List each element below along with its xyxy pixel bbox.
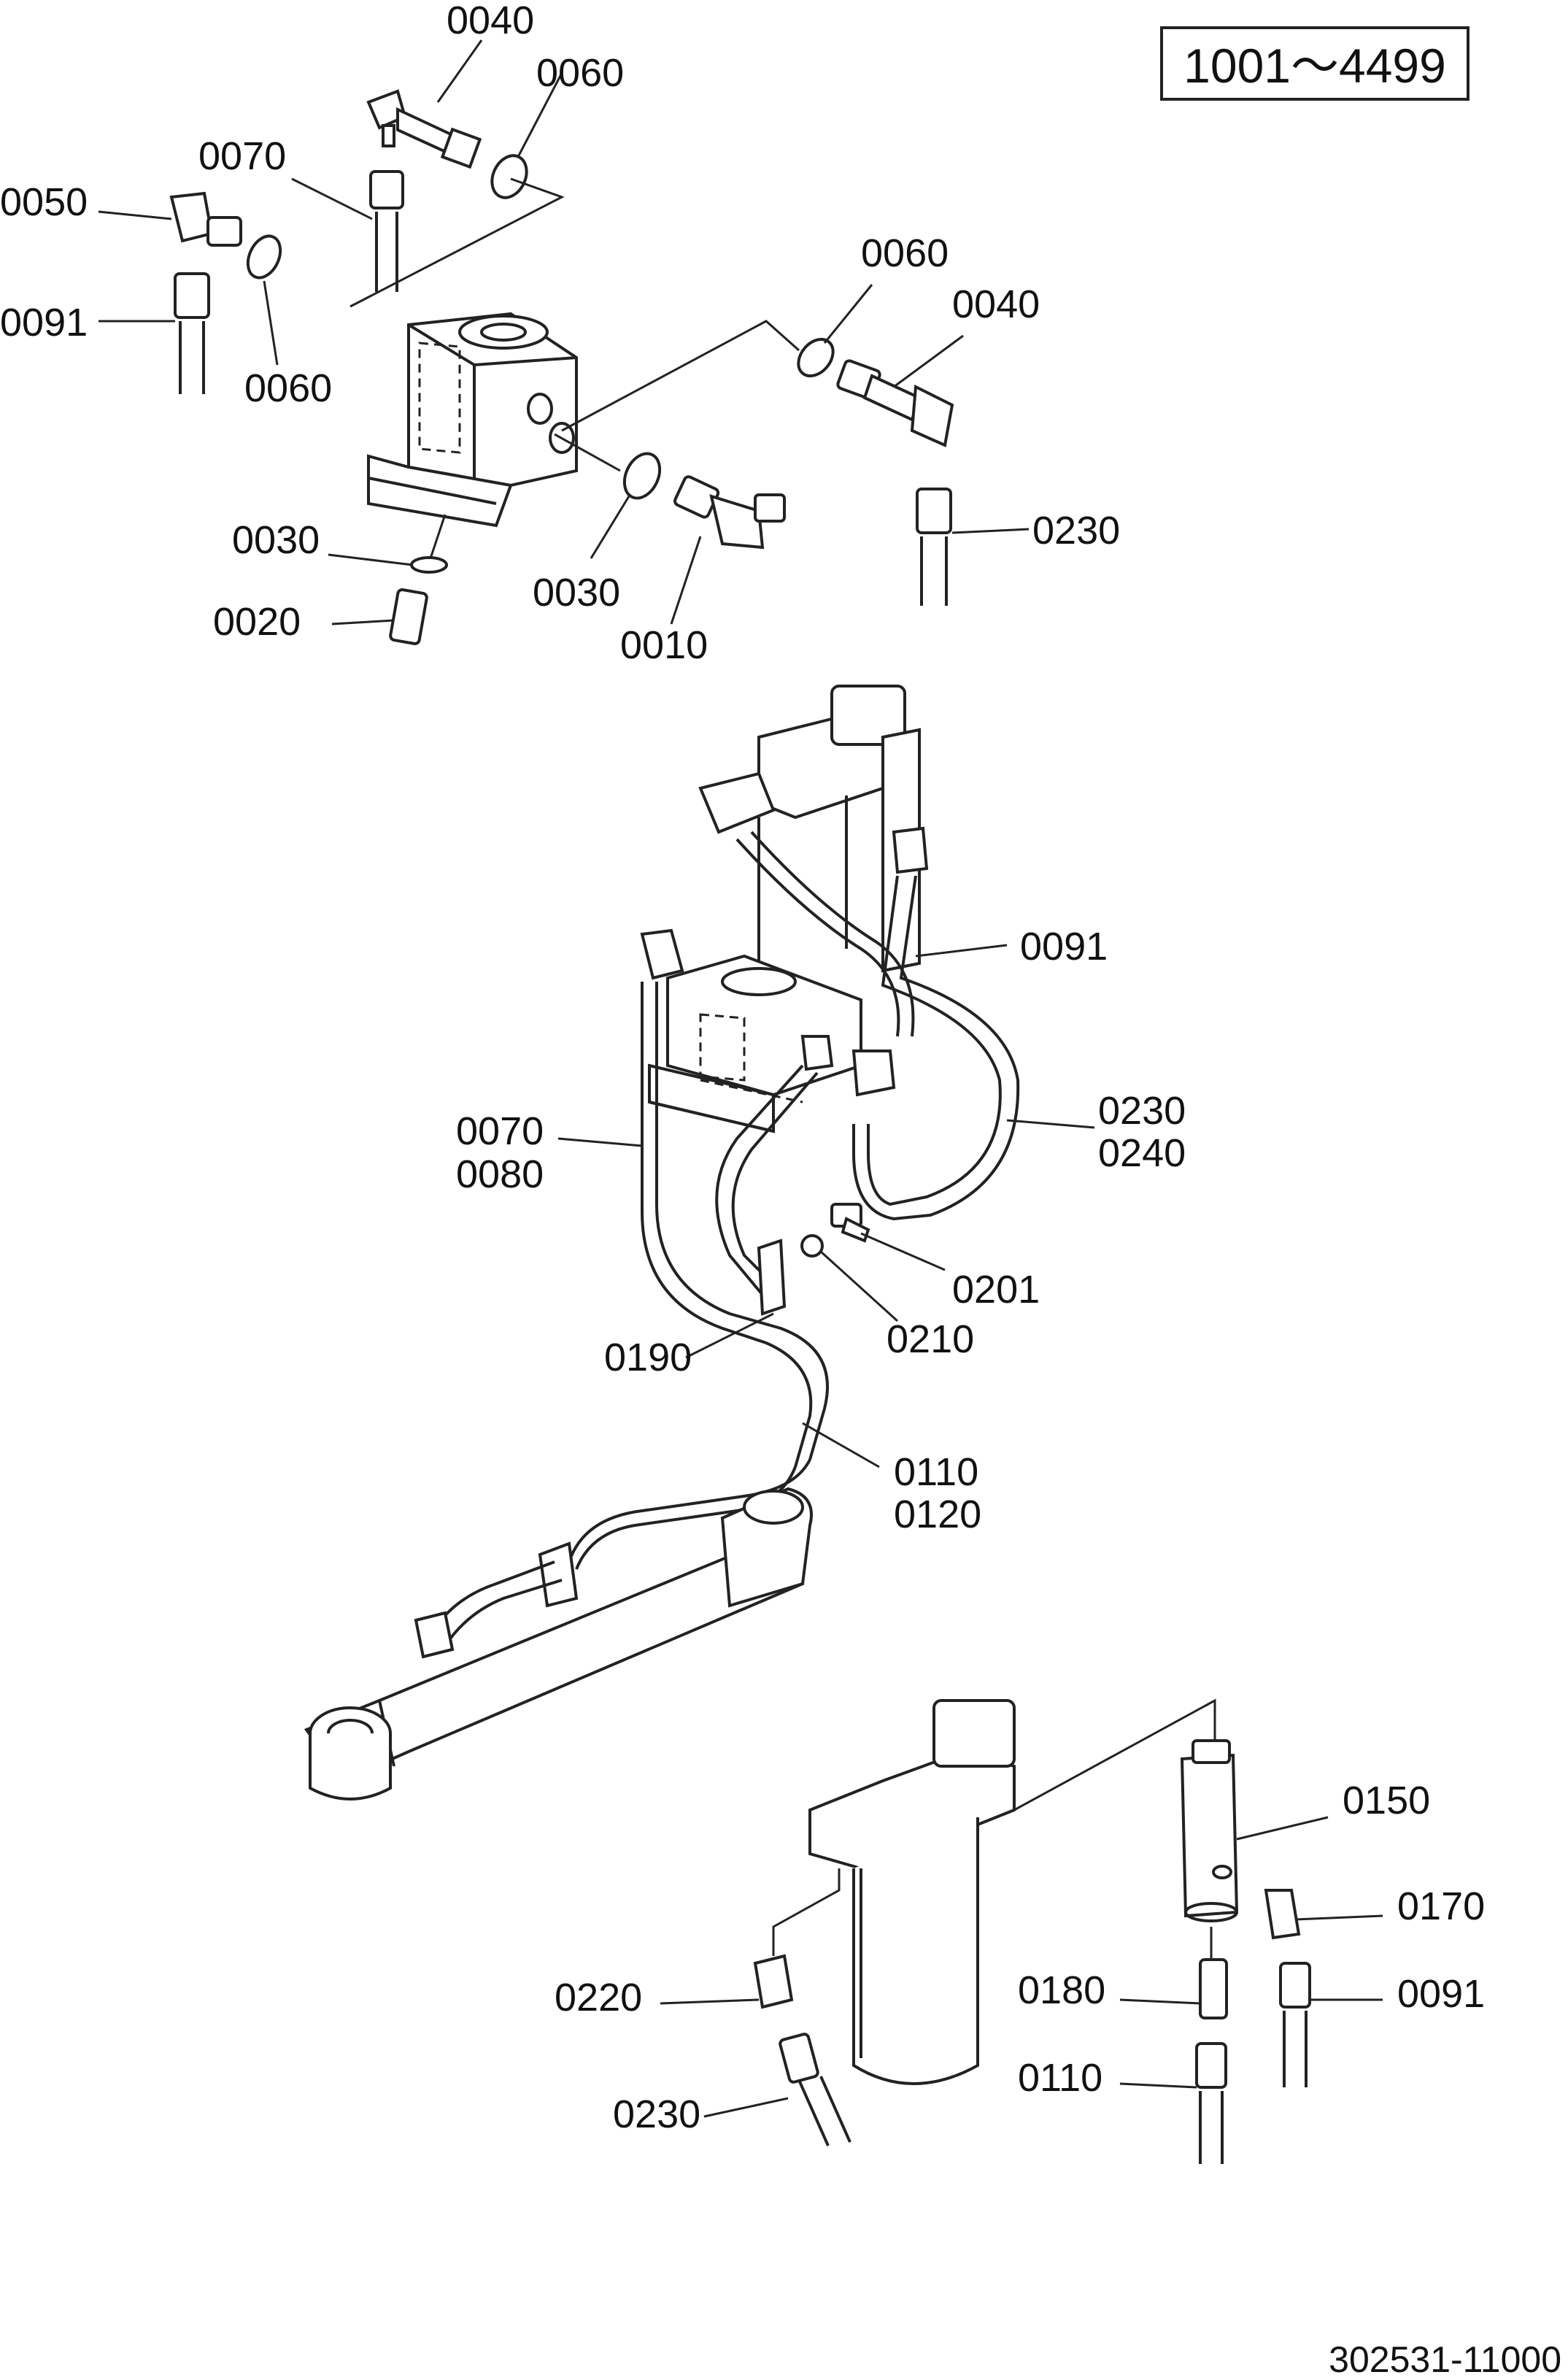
filter-assembly xyxy=(753,1698,1311,2164)
serial-range-box: 1001～4499 xyxy=(1160,26,1469,101)
callout-0060-left: 0060 xyxy=(244,366,332,410)
callout-0050: 0050 xyxy=(0,180,88,224)
leader-lines xyxy=(98,39,1383,2118)
callout-0150: 0150 xyxy=(1343,1779,1430,1822)
callout-0240-mid: 0240 xyxy=(1098,1131,1186,1175)
callout-0040-right: 0040 xyxy=(952,282,1040,326)
callout-0020: 0020 xyxy=(213,600,301,644)
callout-0120-mid: 0120 xyxy=(894,1493,981,1536)
callout-0060-right: 0060 xyxy=(861,231,949,275)
callout-0230-bot: 0230 xyxy=(613,2092,700,2136)
callout-0091-bot: 0091 xyxy=(1397,1972,1485,2016)
serial-range-text: 1001～4499 xyxy=(1183,39,1446,93)
callout-0230-top: 0230 xyxy=(1032,509,1120,552)
callout-0010: 0010 xyxy=(620,623,708,667)
callout-0201: 0201 xyxy=(952,1268,1040,1312)
callout-0091-top: 0091 xyxy=(0,301,88,344)
callout-0170: 0170 xyxy=(1397,1884,1485,1928)
callout-0040-top: 0040 xyxy=(447,0,534,42)
callout-0070-top: 0070 xyxy=(198,134,286,178)
callout-0180: 0180 xyxy=(1018,1968,1105,2012)
callout-0230-mid: 0230 xyxy=(1098,1089,1186,1133)
callout-labels: 0040 0060 0070 0050 0091 0060 0060 0040 … xyxy=(0,0,1485,2136)
callout-0030-left: 0030 xyxy=(232,518,320,562)
steering-valve-exploded xyxy=(169,89,954,645)
callout-0080-mid: 0080 xyxy=(456,1152,544,1196)
callout-0030-mid: 0030 xyxy=(533,571,620,615)
callout-0060-top: 0060 xyxy=(536,51,624,95)
callout-0070-mid: 0070 xyxy=(456,1109,544,1153)
document-number: 302531-11000 xyxy=(1329,2339,1561,2380)
callout-0091-mid: 0091 xyxy=(1020,925,1108,968)
callout-0110-bot: 0110 xyxy=(1018,2056,1102,2100)
callout-0110-mid: 0110 xyxy=(894,1450,978,1494)
callout-0190: 0190 xyxy=(604,1336,692,1379)
steering-assembly-installed xyxy=(304,685,1020,1801)
callout-0220: 0220 xyxy=(555,1976,642,2019)
callout-0210: 0210 xyxy=(887,1317,974,1361)
